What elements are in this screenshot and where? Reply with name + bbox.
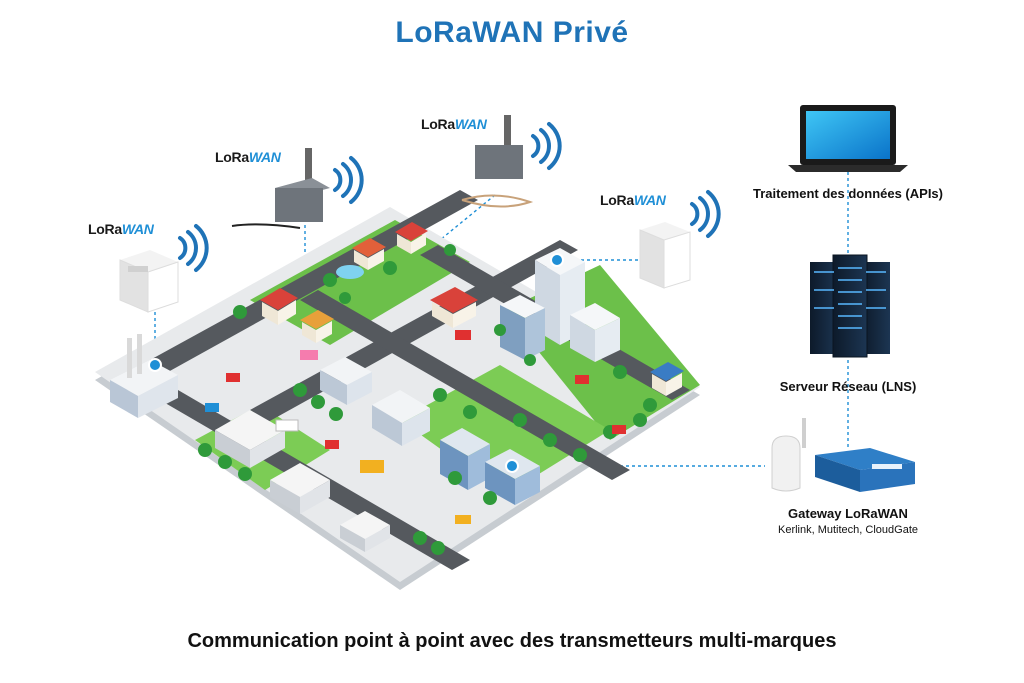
signal-waves	[178, 122, 721, 272]
road-center	[300, 290, 630, 480]
gateway-multitech-icon	[815, 448, 915, 492]
park-pond	[336, 265, 364, 279]
sensor-white-box-2	[639, 222, 691, 289]
road-nw	[150, 190, 478, 372]
label-apis: Traitement des données (APIs)	[753, 186, 943, 201]
sensor-antenna-box	[231, 148, 330, 229]
sensor-white-box-1	[119, 250, 179, 313]
gateway-kerlink-icon	[771, 418, 806, 492]
lorawan-logo-2: LoRaWAN	[215, 149, 281, 165]
label-gateway-brands: Kerlink, Mutitech, CloudGate	[777, 524, 918, 536]
city-illustration	[95, 190, 700, 590]
sensor-antenna-probe	[461, 115, 534, 208]
laptop-icon	[788, 105, 908, 172]
lorawan-logo-3: LoRaWAN	[421, 116, 487, 132]
vehicles	[205, 330, 626, 524]
diagram-title: LoRaWAN Privé	[395, 16, 629, 49]
lorawan-logo-1: LoRaWAN	[88, 221, 154, 237]
diagram-caption: Communication point à point avec des tra…	[187, 630, 837, 652]
label-lns: Serveur Réseau (LNS)	[779, 379, 917, 394]
lorawan-logo-4: LoRaWAN	[600, 192, 666, 208]
buildings	[110, 222, 684, 552]
label-gateway: Gateway LoRaWAN	[788, 506, 908, 521]
green-zone-center	[400, 365, 610, 495]
trees	[198, 244, 657, 555]
server-rack-icon	[810, 254, 890, 358]
